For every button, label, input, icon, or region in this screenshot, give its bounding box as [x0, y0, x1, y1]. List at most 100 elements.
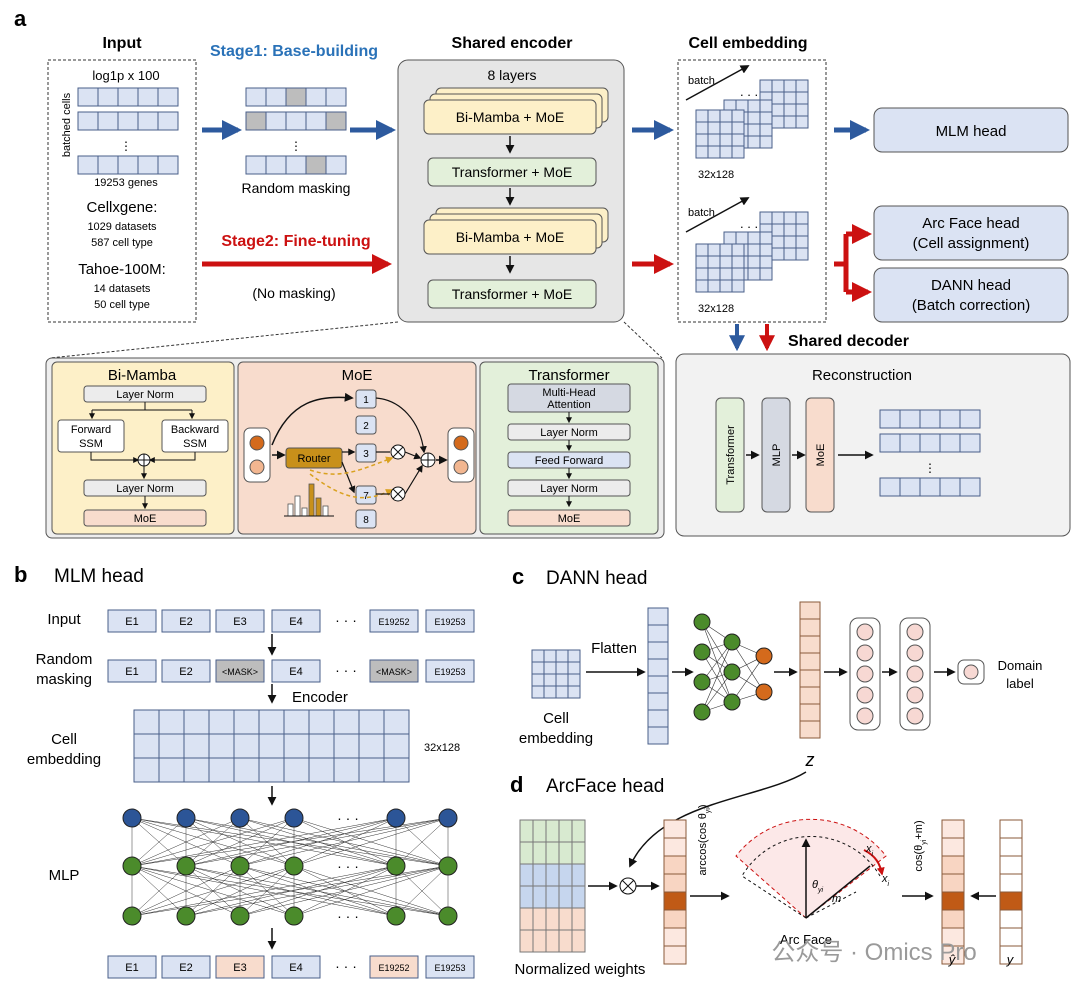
recon-row-2-cell	[919, 433, 941, 453]
watermark: 公众号 · Omics Pro	[771, 939, 976, 966]
masked-matrix: ⋮	[245, 87, 347, 175]
bm-merge-left	[90, 452, 140, 463]
b-mlp-node	[230, 856, 250, 876]
d-arc-vector-x	[805, 865, 871, 919]
emb-cube-bottom-1	[747, 267, 761, 281]
b-mlp-edge	[131, 865, 187, 917]
moe-expert-label: 3	[363, 449, 369, 460]
c-z-label: z	[805, 750, 815, 770]
d-weight-cell	[558, 863, 573, 887]
c-flat-cell	[647, 726, 669, 745]
c-grid-cell	[567, 685, 581, 699]
emb-cube-bottom-0	[783, 235, 797, 249]
emb-cube-bottom-2	[731, 279, 745, 293]
c-flatten-label: Flatten	[591, 640, 637, 657]
d-y-cell	[999, 927, 1023, 947]
b-output-token-dots: · · ·	[335, 958, 357, 974]
emb-cube-top-1	[759, 123, 773, 137]
b-emb-cell	[383, 733, 410, 759]
b-mlp-edge	[185, 817, 295, 867]
moe-expert-box	[355, 389, 377, 409]
d-weight-cell	[532, 863, 547, 887]
b-embedding-label-2: embedding	[27, 751, 101, 768]
c-z-cell	[799, 686, 821, 705]
stage1-label: Stage1: Base-building	[210, 43, 378, 60]
b-emb-cell	[383, 757, 410, 783]
c-flat-cell	[647, 624, 669, 643]
decoder-mlp-box	[761, 397, 791, 513]
d-logit-cell	[663, 855, 687, 875]
b-mlp-edge	[131, 865, 241, 917]
b-input-token-box	[107, 609, 157, 633]
tr-layer-norm-1-label: Layer Norm	[540, 427, 597, 439]
emb-cube-top-0	[783, 115, 797, 129]
b-masked-token-label: <MASK>	[376, 667, 412, 677]
emb-cube-top-2	[695, 121, 709, 135]
emb-cube-top-0	[783, 79, 797, 93]
b-output-token-box	[215, 955, 265, 979]
b-masked-token-label: E4	[289, 666, 302, 678]
input-row-2-cell	[77, 111, 99, 131]
transformer-block-1	[427, 157, 597, 187]
c-z-cell	[799, 720, 821, 739]
b-output-token-label: E19253	[434, 963, 465, 973]
b-mlp-edge	[239, 865, 449, 917]
emb-cube-top-1	[747, 123, 761, 137]
emb-cube-bottom-2	[695, 255, 709, 269]
d-normalized-weights-label: Normalized weights	[515, 961, 646, 978]
transformer-block-2	[427, 279, 597, 309]
emb-cube-bottom-1	[747, 255, 761, 269]
b-emb-cell	[133, 709, 160, 735]
emb-cube-bottom-1	[723, 231, 737, 245]
b-masked-token-label: E2	[179, 666, 192, 678]
b-mlp-node	[176, 808, 196, 828]
d-weight-cell	[519, 885, 534, 909]
batch-arrow-1	[685, 65, 750, 101]
moe-mul1-to-sum	[404, 451, 422, 460]
c-embedding-grid	[531, 649, 581, 699]
panel-c-title: DANN head	[546, 568, 647, 589]
emb-cube-top-2	[731, 133, 745, 147]
d-yhat-cell	[941, 819, 965, 839]
d-arc-face-label: Arc Face	[780, 932, 832, 947]
tahoe-datasets: 14 datasets	[94, 283, 151, 295]
d-logit-cell	[663, 891, 687, 911]
d-weight-cell	[545, 841, 560, 865]
d-weight-cell	[571, 885, 586, 909]
moe-expert-box	[355, 415, 377, 435]
emb-cube-bottom-0	[783, 247, 797, 261]
panel-b-letter: b	[14, 562, 27, 587]
b-mlp-network: · · ·· · ·· · ·	[122, 808, 458, 926]
arcface-head-box	[873, 205, 1069, 261]
d-logit-vector	[663, 819, 687, 965]
b-emb-cell	[258, 709, 285, 735]
b-emb-cell	[183, 709, 210, 735]
c-net-node	[723, 693, 741, 711]
c-z-cell	[799, 635, 821, 654]
emb-cube-top-2	[707, 145, 721, 159]
d-weight-cell	[571, 907, 586, 931]
d-y-cell	[999, 945, 1023, 965]
emb-cube-top-2	[719, 145, 733, 159]
masked-row-2-cell	[265, 111, 287, 131]
emb-cube-top-0	[795, 115, 809, 129]
emb-cube-bottom-2	[707, 279, 721, 293]
b-emb-cell	[358, 757, 385, 783]
d-m-label: m	[832, 893, 841, 905]
c-net-node	[723, 633, 741, 651]
b-output-token-label: E2	[179, 962, 192, 974]
emb-cube-top-1	[759, 99, 773, 113]
moe-expert-label: 2	[363, 421, 369, 432]
b-emb-cell	[308, 733, 335, 759]
emb-cube-top-1	[747, 111, 761, 125]
b-mlp-edge	[131, 817, 397, 867]
b-mlp-dots: · · ·	[337, 858, 359, 874]
input-row-2-cell	[157, 111, 179, 131]
d-weight-cell	[571, 841, 586, 865]
b-masked-token-box	[215, 659, 265, 683]
d-y-cell	[999, 837, 1023, 857]
c-layer-node	[856, 644, 874, 662]
emb-cube-bottom-0	[795, 235, 809, 249]
